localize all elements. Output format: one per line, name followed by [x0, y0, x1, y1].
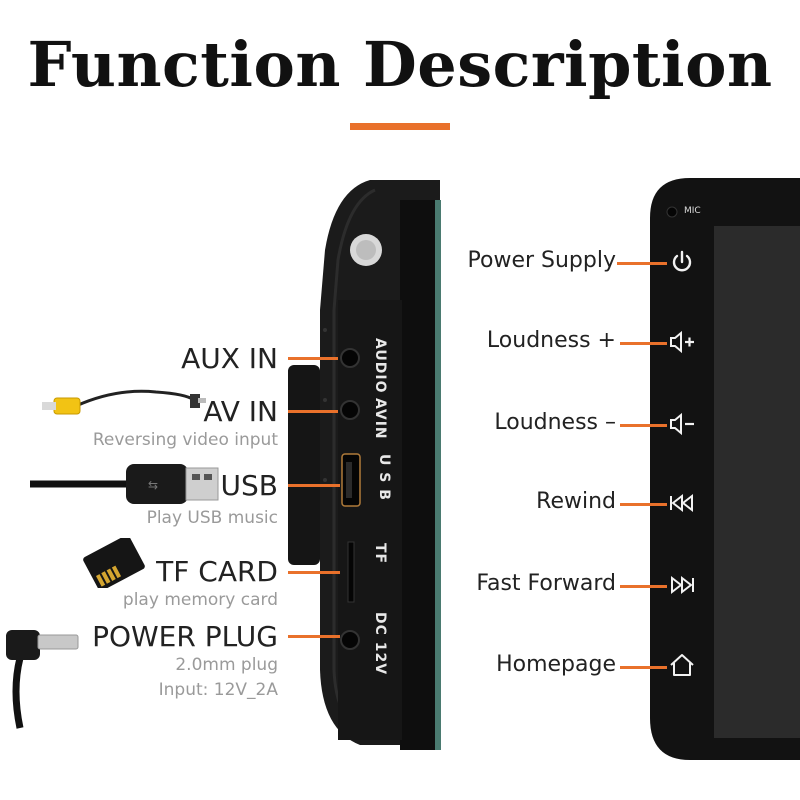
- rca-cable-image: [42, 389, 206, 415]
- aux-in-label: AUX IN: [181, 342, 278, 375]
- usb-cable-image: ⇆: [30, 464, 219, 504]
- power-plug-spec: 2.0mm plug: [175, 655, 278, 675]
- power-plug-input: Input: 12V_2A: [158, 680, 278, 700]
- fast-forward-label: Fast Forward: [476, 571, 616, 596]
- av-in-description: Reversing video input: [92, 430, 278, 450]
- loudness-down-label: Loudness –: [494, 410, 616, 435]
- power-plug-leader: [288, 635, 340, 638]
- aux-in-leader: [288, 357, 338, 360]
- power-supply-label: Power Supply: [467, 248, 616, 273]
- volume-up-icon[interactable]: [667, 327, 697, 357]
- loudness-down-leader: [620, 424, 667, 427]
- fast-forward-icon[interactable]: [667, 570, 697, 600]
- dc-port-label: DC 12V: [372, 612, 388, 676]
- tf-card-description: play memory card: [122, 590, 278, 610]
- power-plug-label: POWER PLUG: [92, 620, 278, 653]
- homepage-leader: [620, 666, 667, 669]
- volume-down-icon[interactable]: [667, 409, 697, 439]
- avin-port-label: AVIN: [372, 398, 388, 440]
- rewind-label: Rewind: [536, 489, 616, 514]
- loudness-up-label: Loudness +: [486, 328, 616, 353]
- homepage-label: Homepage: [496, 652, 616, 677]
- device-front-view: [650, 178, 800, 760]
- power-supply-leader: [617, 262, 667, 265]
- rewind-leader: [620, 503, 667, 506]
- tf-slot-label: TF: [372, 543, 388, 565]
- power-icon[interactable]: [667, 247, 697, 277]
- tf-card-leader: [288, 571, 340, 574]
- power-plug-image: [6, 630, 79, 729]
- loudness-up-leader: [620, 342, 667, 345]
- usb-label: USB: [220, 469, 278, 502]
- av-in-leader: [288, 410, 338, 413]
- device-side-view: [288, 180, 441, 750]
- home-icon[interactable]: [667, 650, 697, 680]
- tf-card-image: [83, 538, 145, 588]
- svg-text:⇆: ⇆: [148, 478, 158, 492]
- page-title: Function Description: [27, 28, 773, 101]
- av-in-label: AV IN: [203, 395, 278, 428]
- usb-description: Play USB music: [146, 508, 278, 528]
- usb-port-label: U S B: [376, 454, 392, 501]
- title-underline: [350, 123, 450, 130]
- fast-forward-leader: [620, 585, 667, 588]
- usb-leader: [288, 484, 340, 487]
- rewind-icon[interactable]: [667, 488, 697, 518]
- mic-label: MIC: [684, 206, 701, 216]
- tf-card-label: TF CARD: [156, 555, 278, 588]
- audio-port-label: AUDIO: [372, 338, 388, 394]
